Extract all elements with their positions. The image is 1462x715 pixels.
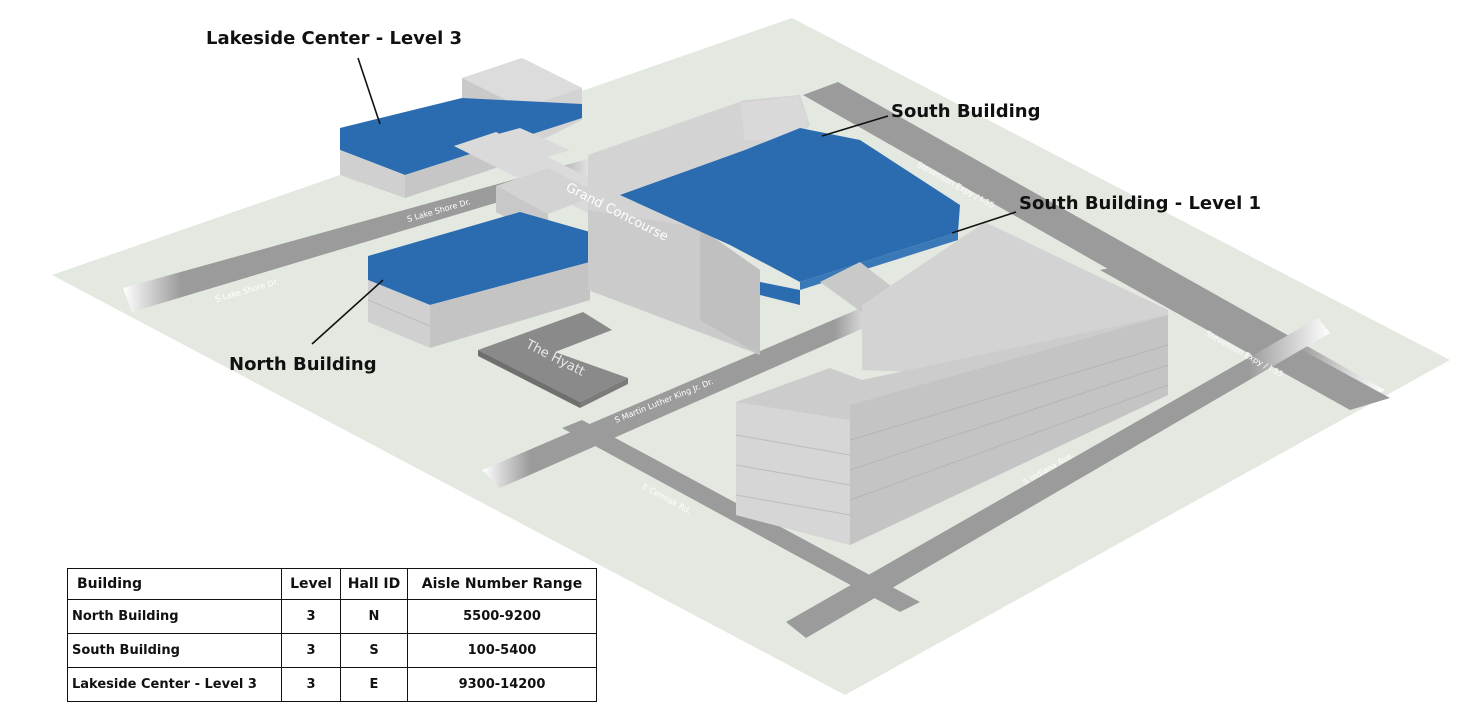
callout-lakeside-center-level-3: Lakeside Center - Level 3 bbox=[206, 28, 462, 49]
road-mlk bbox=[482, 302, 882, 488]
road-stevenson-lower bbox=[1100, 262, 1390, 410]
road-indiana bbox=[786, 318, 1330, 638]
south-building-level-1-hall bbox=[760, 282, 800, 305]
table-row: South Building 3 S 100-5400 bbox=[67, 633, 597, 668]
legend-header-level: Level bbox=[281, 568, 341, 600]
legend-cell-hall-id: S bbox=[340, 633, 408, 668]
legend-header-hall-id: Hall ID bbox=[340, 568, 408, 600]
legend-header-aisle-range: Aisle Number Range bbox=[407, 568, 597, 600]
table-row: North Building 3 N 5500-9200 bbox=[67, 599, 597, 634]
legend-cell-aisle-range: 100-5400 bbox=[407, 633, 597, 668]
leader-south bbox=[821, 115, 889, 137]
legend-cell-aisle-range: 5500-9200 bbox=[407, 599, 597, 634]
table-row: Lakeside Center - Level 3 3 E 9300-14200 bbox=[67, 667, 597, 702]
hyatt-building bbox=[478, 312, 628, 408]
legend-cell-level: 3 bbox=[281, 633, 341, 668]
leader-north bbox=[311, 279, 384, 345]
legend-cell-level: 3 bbox=[281, 667, 341, 702]
north-building-hall bbox=[368, 212, 590, 305]
leader-south-level1 bbox=[951, 211, 1017, 234]
south-building bbox=[588, 95, 960, 355]
hall-legend-table: Building Level Hall ID Aisle Number Rang… bbox=[67, 568, 597, 702]
legend-cell-hall-id: E bbox=[340, 667, 408, 702]
callout-south-building: South Building bbox=[891, 101, 1040, 122]
north-building bbox=[367, 212, 590, 348]
south-building-hall bbox=[620, 128, 960, 282]
large-building-southeast bbox=[735, 222, 1169, 545]
legend-cell-hall-id: N bbox=[340, 599, 408, 634]
road-lake-shore-upper bbox=[123, 155, 605, 312]
legend-cell-building: North Building bbox=[67, 599, 282, 634]
leader-lakeside bbox=[357, 57, 381, 125]
lakeside-center-level-3-hall bbox=[340, 98, 582, 175]
legend-cell-building: Lakeside Center - Level 3 bbox=[67, 667, 282, 702]
legend-header-row: Building Level Hall ID Aisle Number Rang… bbox=[67, 568, 597, 600]
legend-cell-aisle-range: 9300-14200 bbox=[407, 667, 597, 702]
legend-header-building: Building bbox=[67, 568, 282, 600]
callout-south-building-level-1: South Building - Level 1 bbox=[1019, 193, 1261, 214]
legend-cell-level: 3 bbox=[281, 599, 341, 634]
callout-north-building: North Building bbox=[229, 354, 377, 375]
legend-cell-building: South Building bbox=[67, 633, 282, 668]
